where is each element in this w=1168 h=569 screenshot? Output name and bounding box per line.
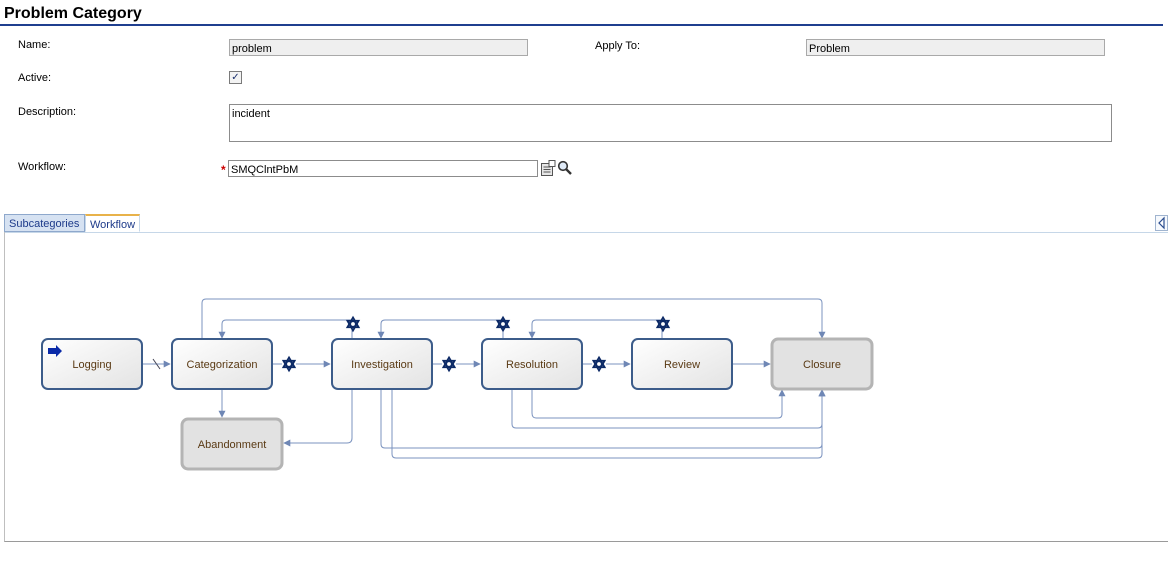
tab-workflow[interactable]: Workflow: [85, 214, 140, 232]
transition-investigation-abandonment: [283, 389, 353, 447]
description-field[interactable]: incident: [229, 104, 1112, 142]
title-divider: [0, 24, 1163, 26]
transition-investigation-categorization: [218, 319, 353, 339]
gear-icon[interactable]: [282, 356, 296, 372]
phase-categorization[interactable]: Categorization: [171, 338, 273, 390]
tab-subcategories[interactable]: Subcategories: [4, 214, 85, 232]
gear-icon[interactable]: [592, 356, 606, 372]
search-icon[interactable]: [557, 160, 573, 177]
gear-icon[interactable]: [346, 316, 360, 332]
phase-label: Abandonment: [198, 439, 267, 451]
transition-review-resolution: [528, 319, 663, 339]
required-marker: *: [221, 163, 226, 177]
gear-icon[interactable]: [656, 316, 670, 332]
workflow-panel: [4, 232, 1168, 542]
phase-resolution[interactable]: Resolution: [481, 338, 583, 390]
transition-investigation-closure-b: [391, 389, 826, 459]
workflow-label: Workflow:: [18, 161, 67, 173]
apply-to-field[interactable]: Problem: [806, 39, 1105, 56]
active-checkbox[interactable]: ✓: [229, 71, 242, 84]
gear-icon[interactable]: [442, 356, 456, 372]
transition-break-mark: [152, 358, 161, 370]
transition-resolution-investigation: [377, 319, 504, 339]
start-arrow-icon: [48, 345, 62, 357]
phase-label: Logging: [72, 359, 111, 371]
name-field[interactable]: problem: [229, 39, 528, 56]
lookup-list-icon[interactable]: [540, 160, 556, 177]
phase-label: Review: [664, 359, 700, 371]
active-label: Active:: [18, 72, 52, 84]
phase-closure[interactable]: Closure: [770, 337, 874, 391]
phase-abandonment[interactable]: Abandonment: [180, 417, 284, 471]
phase-label: Closure: [803, 359, 841, 371]
phase-review[interactable]: Review: [631, 338, 733, 390]
transition-resolution-closure: [511, 389, 826, 429]
phase-label: Investigation: [351, 359, 413, 371]
workflow-field[interactable]: SMQClntPbM: [228, 160, 538, 177]
name-label: Name:: [18, 39, 51, 51]
page-title: Problem Category: [4, 5, 142, 22]
phase-investigation[interactable]: Investigation: [331, 338, 433, 390]
phase-label: Resolution: [506, 359, 558, 371]
transition-categorization-closure: [201, 298, 826, 339]
phase-label: Categorization: [187, 359, 258, 371]
phase-logging[interactable]: Logging: [41, 338, 143, 390]
transition-resolution-review-back: [531, 389, 786, 419]
apply-to-label: Apply To:: [595, 40, 641, 52]
tab-bar: Subcategories Workflow: [4, 214, 1168, 233]
description-label: Description:: [18, 106, 77, 118]
